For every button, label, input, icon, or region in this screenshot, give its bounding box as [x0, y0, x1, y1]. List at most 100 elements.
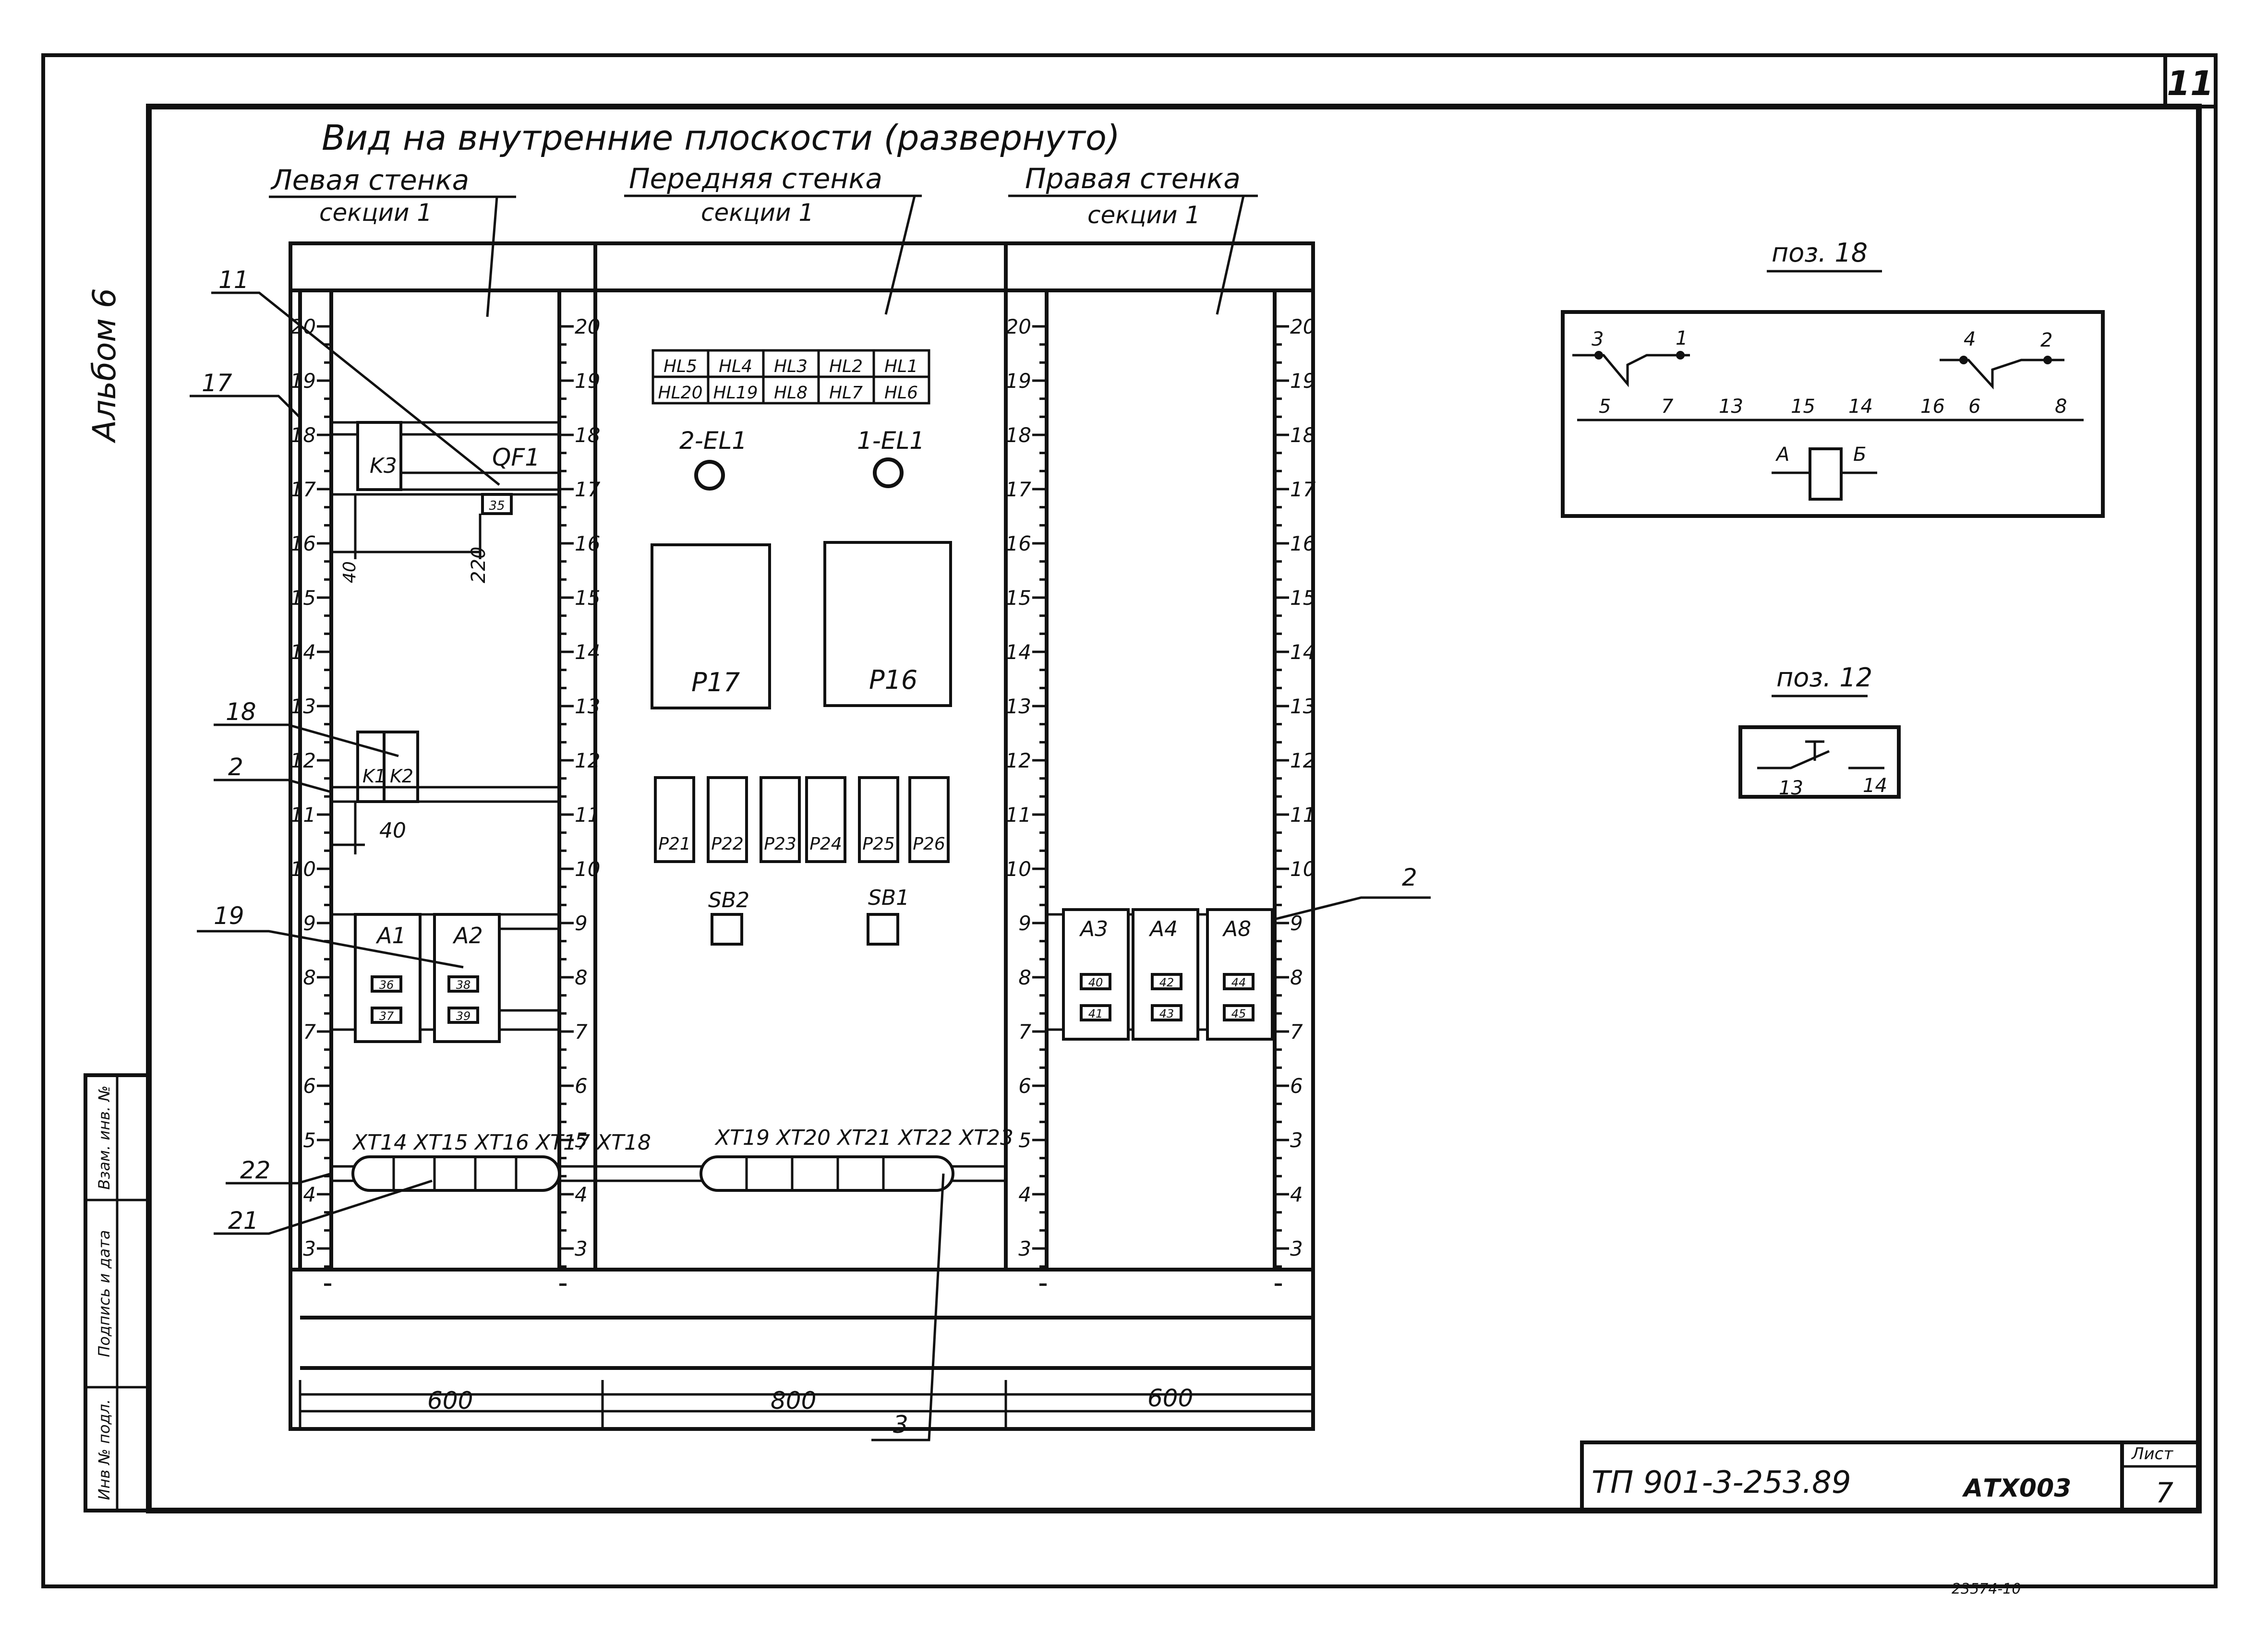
ruler-number: 6: [1290, 1074, 1303, 1098]
a3-tag-2: [1080, 1004, 1111, 1021]
dimension-lines: 600 800 600: [299, 1380, 1315, 1430]
pos18-schematic: поз. 18 3 1 4 2 5 7 13 15 14 16 6 8 А Б: [1561, 238, 2105, 518]
lamp-hl3: HL3: [774, 357, 808, 376]
svg-text:14: 14: [1863, 775, 1887, 797]
ruler-number: 20: [575, 315, 600, 338]
relay-p17: [651, 543, 771, 709]
callout-21: 21: [228, 1207, 259, 1235]
ruler-number: 15: [290, 586, 316, 610]
lamp-hl4: HL4: [719, 357, 752, 376]
ruler-number: 10: [1006, 857, 1031, 881]
ruler-number: 8: [575, 966, 588, 989]
a3-tag-2-text: 41: [1088, 1007, 1103, 1020]
dim-left-600: 600: [427, 1387, 473, 1415]
small-relay-label: P22: [711, 834, 744, 854]
ruler-number: 18: [575, 423, 600, 447]
ruler-number: 4: [303, 1183, 316, 1206]
ruler-number: 5: [575, 1128, 588, 1152]
small-relay-p23: [760, 776, 801, 863]
dim-front-800: 800: [771, 1387, 816, 1415]
lamp-table: HL5 HL4 HL3 HL2 HL1 HL20 HL19 HL8 HL7 HL…: [651, 349, 930, 405]
ruler-number: 12: [575, 749, 600, 772]
ruler-number: 19: [290, 369, 316, 393]
lamp-hl1: HL1: [884, 357, 918, 376]
el-right-label: 1-EL1: [857, 427, 925, 455]
ruler-number: 4: [1290, 1183, 1303, 1206]
ruler-number: 11: [575, 803, 600, 827]
a1-label: A1: [375, 923, 406, 948]
ruler-number: 17: [1290, 478, 1316, 501]
side-stamp: Инв № подл. Подпись и дата Взам. инв. №: [84, 1073, 151, 1512]
terminal-block-left: [351, 1155, 561, 1192]
svg-text:13: 13: [1719, 396, 1743, 418]
ruler-number: 8: [303, 966, 316, 989]
title-block: ТП 901-3-253.89 АТХ003 Лист 7: [1580, 1440, 2201, 1512]
a4-tag-1: [1151, 973, 1182, 990]
ruler-number: 20: [1006, 315, 1031, 338]
view-title: Вид на внутренние плоскости (развернуто): [322, 118, 1120, 158]
ruler-number: 17: [575, 478, 601, 501]
a3-tag-1-text: 40: [1088, 976, 1103, 989]
outer-frame: [41, 53, 2218, 1588]
pos12-title: поз. 12: [1776, 662, 1872, 693]
ruler-number: 13: [1006, 695, 1031, 718]
small-relay-p24: [805, 776, 846, 863]
callout-3: 3: [893, 1411, 908, 1439]
ruler-number: 7: [1290, 1020, 1303, 1044]
ruler-number: 18: [1006, 423, 1031, 447]
a4-tag-1-text: 42: [1159, 976, 1174, 989]
a1-tag-2: [371, 1007, 402, 1024]
callout-2-left: 2: [228, 753, 243, 781]
sb2-label: SB2: [708, 888, 749, 912]
bottom-note: 23574-10: [1952, 1581, 2021, 1597]
ruler-number: 8: [1018, 966, 1031, 989]
ruler-number: 16: [1006, 532, 1031, 555]
ruler-number: 12: [1006, 749, 1031, 772]
ruler-number: 4: [1018, 1183, 1031, 1206]
qf1-label: QF1: [492, 444, 540, 471]
terminals-front-label: XT19 XT20 XT21 XT22 XT23: [714, 1126, 1013, 1150]
callout-11: 11: [218, 266, 249, 294]
ruler-number: 9: [303, 912, 316, 935]
a4-tag-2-text: 43: [1159, 1007, 1174, 1020]
front-wall-subtitle: секции 1: [701, 199, 814, 227]
ruler-number: 16: [290, 532, 316, 555]
a1-tag-2-text: 37: [379, 1009, 394, 1023]
ruler-number: 10: [290, 857, 316, 881]
ruler-number: 12: [1290, 749, 1315, 772]
svg-text:2: 2: [2040, 329, 2052, 351]
a2-tag-1-text: 38: [456, 978, 471, 992]
ruler-number: 14: [575, 640, 600, 664]
svg-text:6: 6: [1968, 396, 1980, 418]
ruler-number: 14: [290, 640, 316, 664]
callout-17: 17: [202, 369, 232, 397]
callout-2-right: 2: [1402, 864, 1417, 891]
sheet-corner-number: 11: [2167, 64, 2213, 103]
lamp-hl20: HL20: [658, 383, 703, 403]
k3-label: K3: [370, 454, 397, 478]
sb1-label: SB1: [868, 886, 909, 910]
ruler-number: 3: [575, 1237, 588, 1260]
svg-text:А: А: [1775, 444, 1789, 466]
terminals-left-label: XT14 XT15 XT16 XT17 XT18: [352, 1130, 651, 1155]
svg-text:5: 5: [1599, 396, 1611, 418]
svg-text:7: 7: [1661, 396, 1674, 418]
a8-tag-2: [1223, 1004, 1255, 1021]
left-wall-title: Левая стенка: [270, 164, 469, 196]
ruler-number: 9: [575, 912, 588, 935]
ruler-number: 19: [1006, 369, 1031, 393]
ruler-number: 12: [290, 749, 316, 772]
k3-relay: [356, 421, 402, 491]
el-left-lamp: [694, 460, 725, 491]
document-code: АТХ003: [1962, 1474, 2071, 1503]
svg-text:15: 15: [1791, 396, 1815, 418]
sb1-button: [867, 913, 899, 946]
ruler-number: 9: [1018, 912, 1031, 935]
dim-220: 220: [468, 547, 490, 583]
ruler-number: 19: [1290, 369, 1315, 393]
ruler-number: 10: [1290, 857, 1315, 881]
pos12-schematic: поз. 12 13 14: [1738, 662, 1901, 799]
k2-relay: [383, 731, 419, 803]
project-number: ТП 901-3-253.89: [1592, 1465, 1851, 1500]
